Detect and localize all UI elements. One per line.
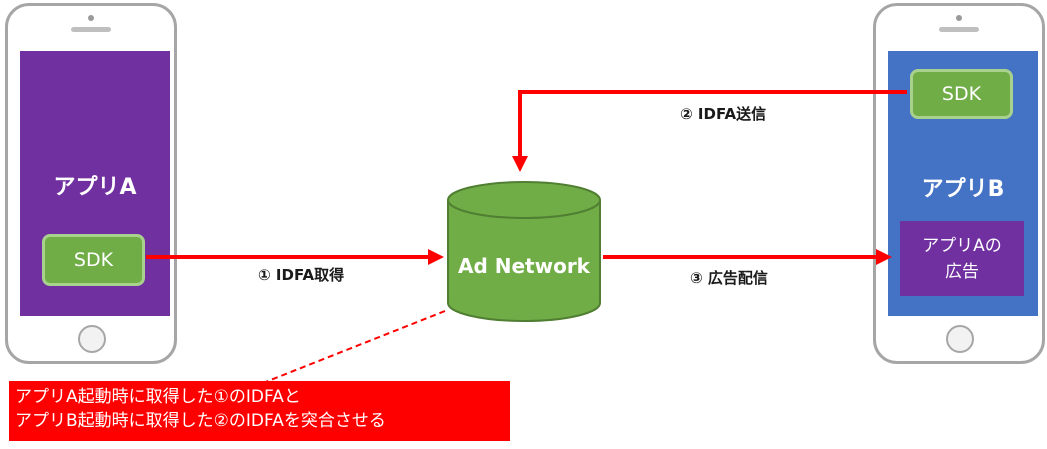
ad-network-cylinder <box>447 181 601 322</box>
app-a-title: アプリA <box>53 175 137 200</box>
app-a-ad-banner: アプリAの 広告 <box>900 221 1024 296</box>
phone-b-screen: SDK アプリB アプリAの 広告 <box>888 51 1038 316</box>
phone-a-home-button <box>78 325 106 353</box>
phone-b: SDK アプリB アプリAの 広告 <box>873 3 1045 364</box>
app-b-sdk: SDK <box>910 69 1013 119</box>
arrow-idfa-send <box>512 90 907 172</box>
step1-label: ① IDFA取得 <box>258 266 345 284</box>
step2-label: ② IDFA送信 <box>680 105 767 123</box>
ad-network-label: Ad Network <box>457 254 590 278</box>
idfa-matching-note: アプリA起動時に取得した①のIDFAと アプリB起動時に取得した②のIDFAを突… <box>9 381 510 441</box>
phone-a-screen: アプリA SDK <box>20 51 170 316</box>
app-b-title: アプリB <box>921 177 1005 202</box>
step3-label: ③ 広告配信 <box>690 269 768 287</box>
phone-b-speaker <box>956 15 962 21</box>
phone-a-speaker <box>88 15 94 21</box>
note-line-1: アプリA起動時に取得した①のIDFAと <box>15 387 301 407</box>
app-a-sdk: SDK <box>42 234 145 286</box>
phone-b-home-button <box>946 325 974 353</box>
phone-a-earpiece <box>71 27 111 32</box>
note-line-2: アプリB起動時に取得した②のIDFAを突合させる <box>15 411 386 431</box>
note-connector <box>262 310 446 384</box>
phone-a: アプリA SDK <box>5 3 177 364</box>
ad-line-1: アプリAの <box>922 235 1002 256</box>
phone-b-earpiece <box>939 27 979 32</box>
ad-line-2: 広告 <box>945 261 979 282</box>
